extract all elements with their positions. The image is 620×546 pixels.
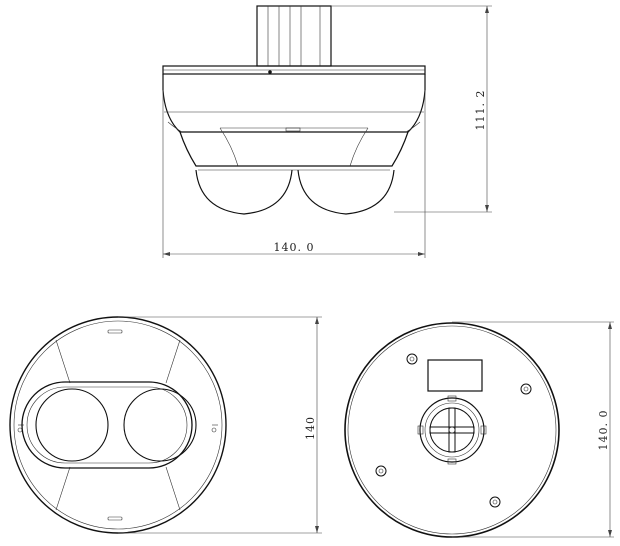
label-plate: [427, 359, 483, 392]
side-height-label: 111. 2: [474, 90, 487, 131]
side-view: 140. 0 111. 2: [162, 5, 492, 258]
lens-window: [21, 381, 193, 469]
lens-left: [35, 388, 109, 462]
front-height-label: 140: [304, 416, 317, 440]
lens-right: [123, 388, 197, 462]
dome-right: [297, 169, 395, 215]
side-width-label: 140. 0: [274, 241, 315, 254]
side-width-dimension: 140. 0: [162, 90, 426, 258]
mounting-screws: [375, 353, 532, 508]
mounting-stem: [256, 5, 332, 67]
rear-height-label: 140. 0: [597, 410, 610, 451]
front-view: 140: [9, 316, 322, 534]
housing-body: [162, 74, 426, 171]
front-height-dimension: 140: [118, 316, 322, 534]
rear-view: 140. 0: [344, 321, 614, 538]
dome-left: [195, 169, 293, 215]
cable-connector: [417, 395, 487, 465]
housing-top: [162, 65, 426, 75]
rear-height-dimension: 140. 0: [452, 321, 614, 538]
side-height-dimension: 111. 2: [331, 5, 492, 213]
